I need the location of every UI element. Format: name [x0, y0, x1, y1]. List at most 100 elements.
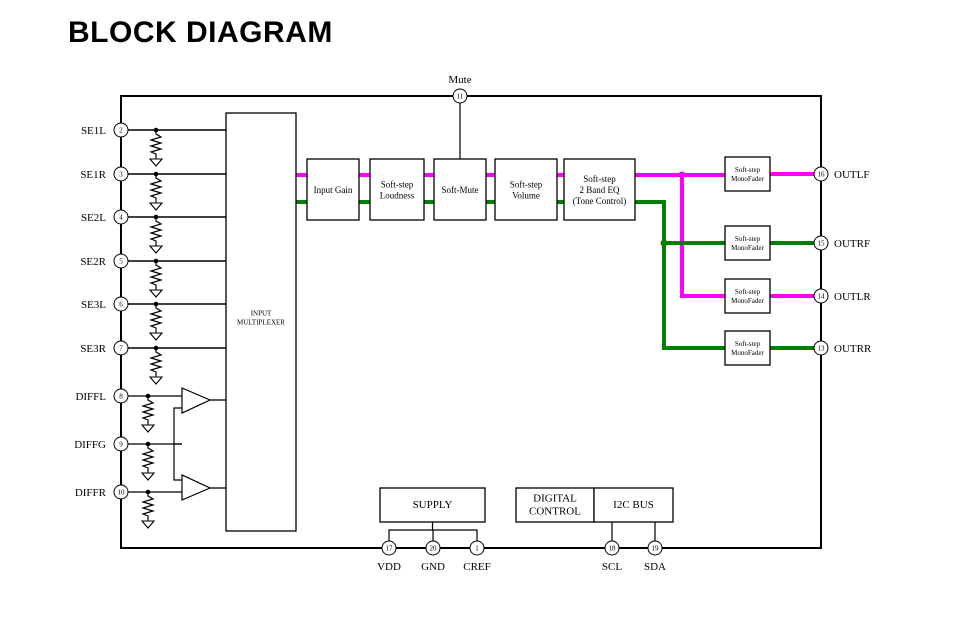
- fader-label-line1: Soft-step: [735, 235, 761, 243]
- ground-symbol: [140, 472, 156, 481]
- input-se3l-pin: [113, 296, 129, 312]
- fader-label-line1: Soft-step: [735, 166, 761, 174]
- ground-symbol: [148, 245, 164, 254]
- mute-pin: [452, 88, 468, 104]
- diffg-wire-top: [173, 407, 182, 445]
- input-label-se1r: SE1R: [80, 169, 106, 181]
- fader-label-line1: Soft-step: [735, 288, 761, 296]
- digital-control-label: CONTROL: [529, 506, 581, 518]
- soft-mute-block: [433, 158, 487, 221]
- input-multiplexer-label: MULTIPLEXER: [237, 319, 285, 327]
- ground-symbol: [140, 424, 156, 433]
- mute-pin-number: 11: [457, 93, 464, 101]
- input-label-se2l: SE2L: [81, 212, 106, 224]
- ground-symbol: [148, 376, 164, 385]
- input-label-diffl: DIFFL: [75, 391, 106, 403]
- diff-resistor: [140, 396, 156, 433]
- path-left-junction: [678, 171, 686, 179]
- ground-symbol: [148, 158, 164, 167]
- resistor-body: [148, 261, 164, 290]
- page-title: BLOCK DIAGRAM: [68, 16, 333, 49]
- resistor-body: [148, 304, 164, 333]
- resistor-body: [140, 492, 156, 521]
- soft-mute-block-label: Soft-Mute: [442, 185, 479, 195]
- bottom-scl-pin-number: 18: [609, 545, 617, 553]
- fader-label-line2: MonoFader: [731, 349, 764, 357]
- resistor-body: [148, 130, 164, 159]
- bottom-sda-pin: [647, 540, 663, 556]
- input-se2r-pin: [113, 253, 129, 269]
- digital-control-label: DIGITAL: [533, 493, 577, 505]
- diff-resistor: [140, 444, 156, 481]
- volume-block-label: Soft-step: [510, 180, 543, 190]
- input-se2l-pin: [113, 209, 129, 225]
- input-se3r-pin: [113, 340, 129, 356]
- resistor-body: [140, 444, 156, 473]
- eq-block-label: Soft-step: [583, 174, 616, 184]
- fader-block-outlf: [724, 156, 771, 192]
- diff-resistor: [140, 492, 156, 529]
- input-se1l-pin: [113, 122, 129, 138]
- resistor-body: [148, 348, 164, 377]
- output-outlf-pin-number: 16: [818, 171, 826, 179]
- ground-symbol: [148, 202, 164, 211]
- ground-symbol: [140, 520, 156, 529]
- input-label-se1l: SE1L: [81, 125, 106, 137]
- input-se1l-pin-number: 2: [119, 127, 123, 135]
- output-outrr-pin-number: 13: [818, 345, 826, 353]
- input-label-se3l: SE3L: [81, 299, 106, 311]
- input-se2r-pin-number: 5: [119, 258, 123, 266]
- diffg-wire-bottom: [173, 444, 182, 481]
- fader-block-outrr: [724, 330, 771, 366]
- input-resistor: [148, 261, 164, 298]
- fader-label-line1: Soft-step: [735, 340, 761, 348]
- input-resistor: [148, 174, 164, 211]
- input-se3l-pin-number: 6: [119, 301, 123, 309]
- input-resistor: [148, 130, 164, 167]
- output-outrf-pin: [813, 235, 829, 251]
- input-se3r-pin-number: 7: [119, 345, 123, 353]
- input-label-se2r: SE2R: [80, 256, 106, 268]
- fader-label-line2: MonoFader: [731, 175, 764, 183]
- fader-block-outrf: [724, 225, 771, 261]
- loudness-block-label: Soft-step: [381, 180, 414, 190]
- input-se1r-pin-number: 3: [119, 171, 123, 179]
- eq-block-label: 2 Band EQ: [580, 185, 620, 195]
- bottom-vdd-pin-number: 17: [386, 545, 394, 553]
- volume-block-label: Volume: [512, 191, 540, 201]
- input-se2l-pin-number: 4: [119, 214, 123, 222]
- bottom-label-gnd: GND: [421, 561, 445, 573]
- input-resistor: [148, 348, 164, 385]
- bottom-gnd-pin: [425, 540, 441, 556]
- output-label-outrr: OUTRR: [834, 343, 872, 355]
- eq-block-label: (Tone Control): [573, 196, 627, 206]
- input-diffr-pin-number: 10: [118, 489, 126, 497]
- resistor-body: [148, 217, 164, 246]
- supply-block: [379, 487, 486, 523]
- fader-block-outlr: [724, 278, 771, 314]
- output-outrr-pin: [813, 340, 829, 356]
- loudness-block-label: Loudness: [380, 191, 415, 201]
- output-outrf-pin-number: 15: [818, 240, 826, 248]
- input-label-diffg: DIFFG: [74, 439, 106, 451]
- output-outlr-pin: [813, 288, 829, 304]
- output-label-outrf: OUTRF: [834, 238, 870, 250]
- i2c-bus-block: [593, 487, 674, 523]
- input-gain-block-label: Input Gain: [314, 185, 353, 195]
- output-label-outlr: OUTLR: [834, 291, 871, 303]
- input-diffg-pin-number: 9: [119, 441, 123, 449]
- diff-amp-left: [181, 387, 212, 414]
- resistor-body: [140, 396, 156, 425]
- input-resistor: [148, 304, 164, 341]
- volume-block: [494, 158, 558, 221]
- i2c-bus-label: I2C BUS: [613, 499, 654, 511]
- diff-amp-right: [181, 474, 212, 501]
- bottom-scl-pin: [604, 540, 620, 556]
- path-left: [680, 175, 725, 298]
- bottom-vdd-pin: [381, 540, 397, 556]
- input-se1r-pin: [113, 166, 129, 182]
- input-multiplexer-block: [225, 112, 297, 532]
- fader-label-line2: MonoFader: [731, 297, 764, 305]
- path-right-junction: [660, 239, 668, 247]
